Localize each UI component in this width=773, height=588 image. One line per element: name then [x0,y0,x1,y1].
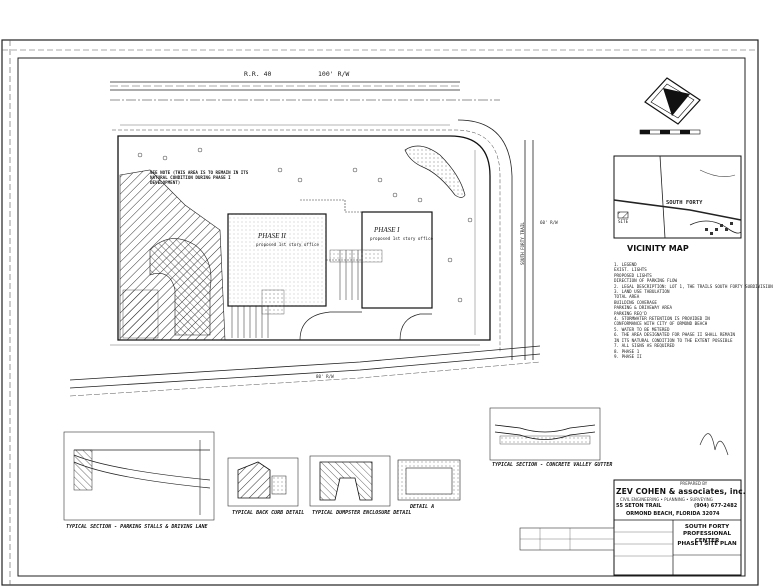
caption-back-curb: TYPICAL BACK CURB DETAIL [232,510,305,516]
sheet-border-outer [1,39,759,586]
project-line-1: SOUTH FORTY [684,524,730,530]
vicinity-map-title: VICINITY MAP [627,244,689,253]
detail-dumpster-enclosure [309,455,461,507]
caption-parking-section: TYPICAL SECTION - PARKING STALLS & DRIVI… [66,524,208,530]
row-right: 60' R/W [540,220,558,225]
vicinity-south-forty: SOUTH FORTY [666,200,703,206]
row-label: R.R. 40 [244,70,272,78]
note-line: 3. LAND USE TABULATION [614,289,670,295]
title-prepared-by: PREPARED BY [680,481,708,486]
existing-trees [137,147,473,303]
natural-area-note: SEE NOTE (THIS AREA IS TO REMAIN IN ITS … [150,170,249,185]
note-line: PARKING & DRIVEWAY AREA [614,305,672,311]
firm-name: ZEV COHEN & associates, inc. [616,487,746,496]
detail-back-curb [227,457,299,507]
phase-2-label: PHASE II [258,232,286,240]
north-arrow-symbol [644,77,701,125]
row-width: 100' R/W [318,70,350,78]
note-line: CONFORMANCE WITH CITY OF ORMOND BEACH [614,321,708,327]
note-line: 1. LEGEND [614,262,637,267]
firm-city: ORMOND BEACH, FLORIDA 32074 [626,511,720,517]
caption-dumpster: TYPICAL DUMPSTER ENCLOSURE DETAIL [312,510,412,516]
note-line: IN ITS NATURAL CONDITION TO THE EXTENT P… [614,337,733,343]
signature-scribble [699,433,729,456]
note-line: 8. PHASE 1 [614,348,640,354]
row-bottom: 80' R/W [316,374,334,379]
general-notes: 1. LEGEND EXIST. LIGHTS PROPOSED LIGHTS … [614,262,773,359]
note-line: 9. PHASE II [614,353,642,359]
retention-pond [404,145,466,198]
road-label: SOUTH FORTY TRAIL [520,222,525,265]
detail-valley-gutter [489,407,601,461]
top-road [110,81,500,101]
bottom-road [69,345,541,397]
phase-1-label: PHASE I [374,226,400,234]
note-line: BUILDING COVERAGE [614,299,657,305]
project-line-2: PROFESSIONAL CENTER [682,531,732,544]
project-line-3: PHASE I SITE PLAN [677,541,737,547]
revision-block [519,527,615,551]
note-line: 6. THE AREA DESIGNATED FOR PHASE II SHAL… [614,332,736,338]
sheet-border-inner [17,57,746,577]
caption-detail-a: DETAIL A [410,504,435,510]
phase-2-sub: proposed 1st story office [256,242,320,247]
property-boundary [117,135,491,341]
vicinity-site: SITE [618,219,629,224]
detail-parking-section [63,431,215,521]
note-line: DIRECTION OF PARKING FLOW [614,278,678,284]
caption-valley-gutter: TYPICAL SECTION - CONCRETE VALLEY GUTTER [492,462,613,468]
note-line: 2. LEGAL DESCRIPTION: LOT 1, THE TRAILS … [614,283,773,289]
phase-1-sub: proposed 1st story office [370,236,434,241]
vicinity-map [613,155,742,239]
note-line: TOTAL AREA [614,294,640,300]
firm-phone: (904) 677-2482 [694,503,738,509]
note-line: 7. ALL SIGNS AS REQUIRED [614,343,675,349]
note-line: PARKING REQ'D [614,310,647,316]
south-forty-trail-road [524,140,534,360]
note-line: 5. WATER TO BE METERED [614,326,670,332]
scale-bar [639,129,701,135]
firm-subtitle: CIVIL ENGINEERING • PLANNING • SURVEYING [620,497,713,502]
note-line: PROPOSED LIGHTS [614,272,652,278]
note-line: 4. STORMWATER RETENTION IS PROVIDED IN [614,316,710,322]
note-line: EXIST. LIGHTS [614,267,647,273]
firm-address: 55 SETON TRAIL [616,503,662,509]
title-block-frame [613,479,742,576]
